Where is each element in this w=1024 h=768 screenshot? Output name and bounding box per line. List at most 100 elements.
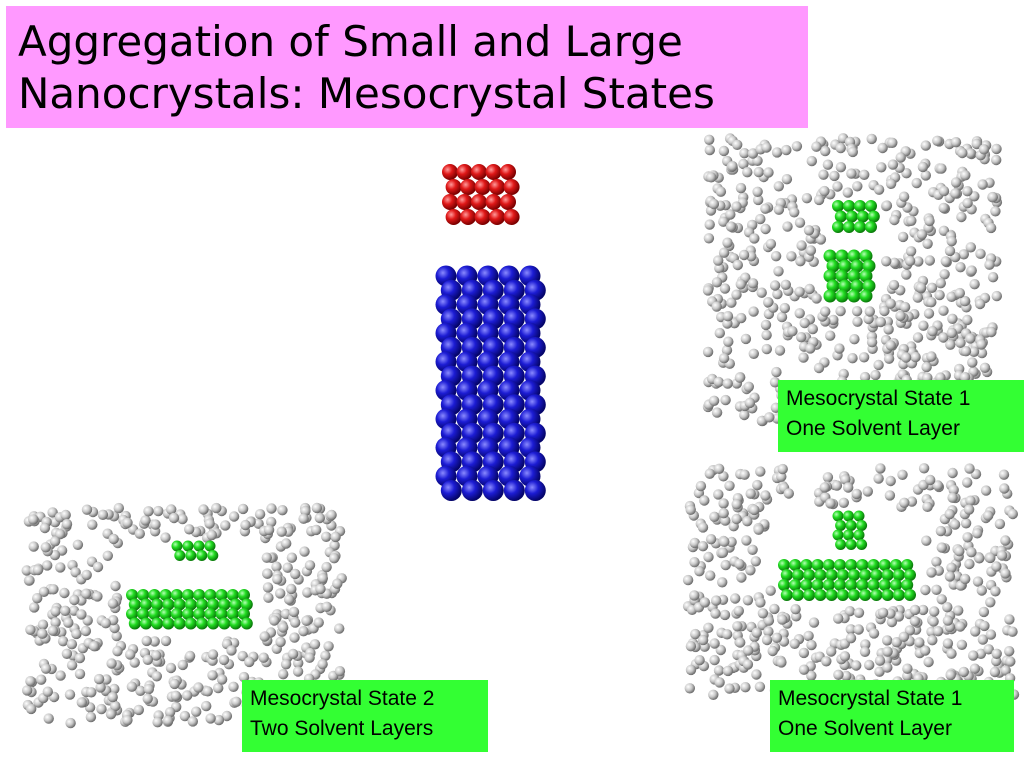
solvent-particle [895, 310, 906, 322]
solvent-particle [923, 308, 935, 319]
solvent-particle [278, 669, 289, 680]
solvent-particle [732, 139, 743, 150]
aggregate-atom [843, 529, 854, 541]
solvent-particle [942, 602, 953, 613]
solvent-particle [721, 345, 733, 356]
aggregate-atom [814, 589, 827, 601]
solvent-particle [989, 666, 1001, 678]
solvent-particle [924, 215, 935, 227]
solvent-particle [699, 495, 710, 506]
aggregate-atom [185, 550, 197, 561]
solvent-particle [922, 501, 933, 512]
solvent-particle [753, 166, 764, 178]
solvent-particle [739, 469, 750, 480]
solvent-particle [170, 690, 181, 701]
solvent-particle [109, 622, 120, 634]
solvent-particle [958, 249, 969, 260]
solvent-particle [1004, 614, 1015, 625]
solvent-particle [727, 161, 738, 172]
solvent-particle [974, 298, 986, 310]
solvent-particle [807, 323, 818, 335]
aggregate-atom [159, 589, 172, 601]
aggregate-atom [878, 559, 891, 571]
solvent-particle [734, 558, 745, 570]
solvent-particle [805, 245, 817, 256]
aggregate-atom [140, 598, 152, 611]
solvent-particle [320, 650, 331, 661]
aggregate-atom [865, 221, 877, 233]
solvent-particle [835, 142, 846, 154]
solvent-particle [946, 648, 957, 659]
solvent-particle [717, 547, 729, 558]
solvent-particle [885, 340, 896, 351]
solvent-particle [142, 654, 153, 665]
solvent-particle [713, 665, 725, 676]
solvent-particle [954, 546, 965, 557]
solvent-particle [831, 480, 843, 491]
solvent-particle [881, 256, 892, 267]
large-nanocrystal [435, 265, 546, 501]
solvent-particle [709, 638, 720, 649]
solvent-particle [838, 497, 849, 508]
solvent-particle [990, 586, 1001, 597]
solvent-particle [945, 669, 956, 681]
aggregate-atom [140, 617, 152, 630]
solvent-particle [820, 145, 831, 157]
aggregate-atom [792, 589, 804, 601]
solvent-particle [718, 247, 730, 258]
solvent-particle [971, 138, 982, 150]
solvent-particle [761, 142, 772, 153]
solvent-particle [765, 585, 776, 596]
solvent-particle [723, 336, 734, 347]
solvent-particle [271, 561, 282, 572]
solvent-particle [944, 508, 955, 520]
aggregate-atom [173, 598, 186, 611]
solvent-particle [771, 366, 782, 378]
aggregate-atom [834, 559, 846, 571]
solvent-particle [898, 191, 910, 202]
solvent-particle [742, 516, 753, 527]
solvent-particle [37, 628, 48, 639]
solvent-particle [739, 409, 750, 421]
aggregate-atom [878, 579, 891, 591]
solvent-particle [969, 663, 981, 674]
solvent-particle [315, 583, 326, 595]
solvent-particle [97, 509, 109, 520]
solvent-particle [133, 704, 144, 716]
aggregate-atom [184, 598, 197, 611]
solvent-particle [962, 532, 973, 543]
solvent-particle [129, 657, 140, 668]
solvent-particle [955, 337, 966, 348]
aggregate-atom [151, 617, 164, 630]
solvent-particle [703, 551, 714, 563]
solvent-particle [689, 557, 700, 568]
solvent-particle [213, 714, 225, 726]
aggregate-atom [865, 200, 877, 212]
solvent-particle [187, 716, 198, 727]
solvent-particle [21, 565, 32, 576]
solvent-particle [748, 348, 759, 359]
solvent-particle [738, 249, 750, 261]
aggregate-atom [238, 608, 250, 620]
solvent-particle [770, 251, 782, 262]
solvent-particle [38, 586, 50, 597]
solvent-particle [860, 639, 871, 650]
aggregate-atom [835, 520, 847, 531]
solvent-particle [962, 477, 973, 488]
solvent-particle [761, 343, 772, 355]
aggregate-atom [226, 608, 239, 620]
solvent-particle [747, 544, 758, 555]
solvent-particle [258, 652, 269, 663]
solvent-particle [732, 621, 743, 632]
solvent-particle [193, 682, 204, 693]
small-nanocrystal-atom [460, 209, 477, 225]
aggregate-atom [811, 559, 824, 571]
solvent-particle [829, 170, 840, 182]
solvent-particle [968, 346, 980, 357]
aggregate-atom [240, 617, 253, 630]
solvent-particle [719, 536, 730, 547]
solvent-particle [779, 302, 790, 314]
solvent-particle [782, 221, 793, 232]
solvent-particle [107, 598, 119, 609]
aggregate-atom [128, 598, 141, 611]
